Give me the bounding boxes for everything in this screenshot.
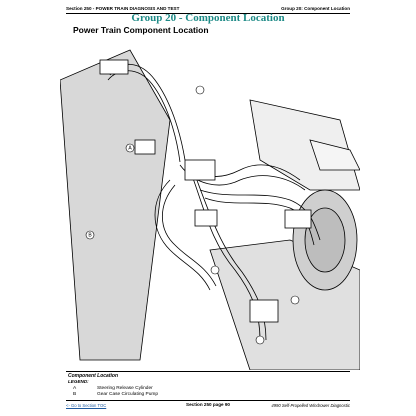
legend-text: Gear Case Circulating Pump bbox=[97, 392, 159, 397]
legend-letter: A bbox=[73, 386, 77, 391]
manual-title: 4990 Self-Propelled Windrower Diagnostic bbox=[271, 403, 350, 408]
group-title: Group 20 - Component Location bbox=[131, 12, 285, 24]
legend-row: A Steering Release Cylinder bbox=[73, 386, 153, 391]
legend-title: Component Location bbox=[68, 373, 118, 379]
footer-rule bbox=[66, 400, 350, 401]
legend-letter: B bbox=[73, 392, 77, 397]
callout-b: B bbox=[88, 232, 92, 238]
legend-text: Steering Release Cylinder bbox=[97, 386, 153, 391]
power-train-drawing: A B bbox=[60, 49, 360, 370]
callout-a: A bbox=[128, 145, 132, 151]
page-number: Section 250 page 90 bbox=[186, 402, 230, 407]
header-right: Group 20: Component Location bbox=[281, 6, 350, 11]
header-rule bbox=[66, 13, 350, 14]
section-title: Power Train Component Location bbox=[73, 25, 209, 35]
legend-column-label: LEGEND: bbox=[68, 379, 89, 384]
section-toc-link[interactable]: <- Go to Section TOC bbox=[66, 403, 107, 408]
legend-rule bbox=[66, 371, 350, 372]
header-left: Section 250 - POWER TRAIN DIAGNOSIS AND … bbox=[66, 6, 180, 11]
legend-row: B Gear Case Circulating Pump bbox=[73, 392, 158, 397]
